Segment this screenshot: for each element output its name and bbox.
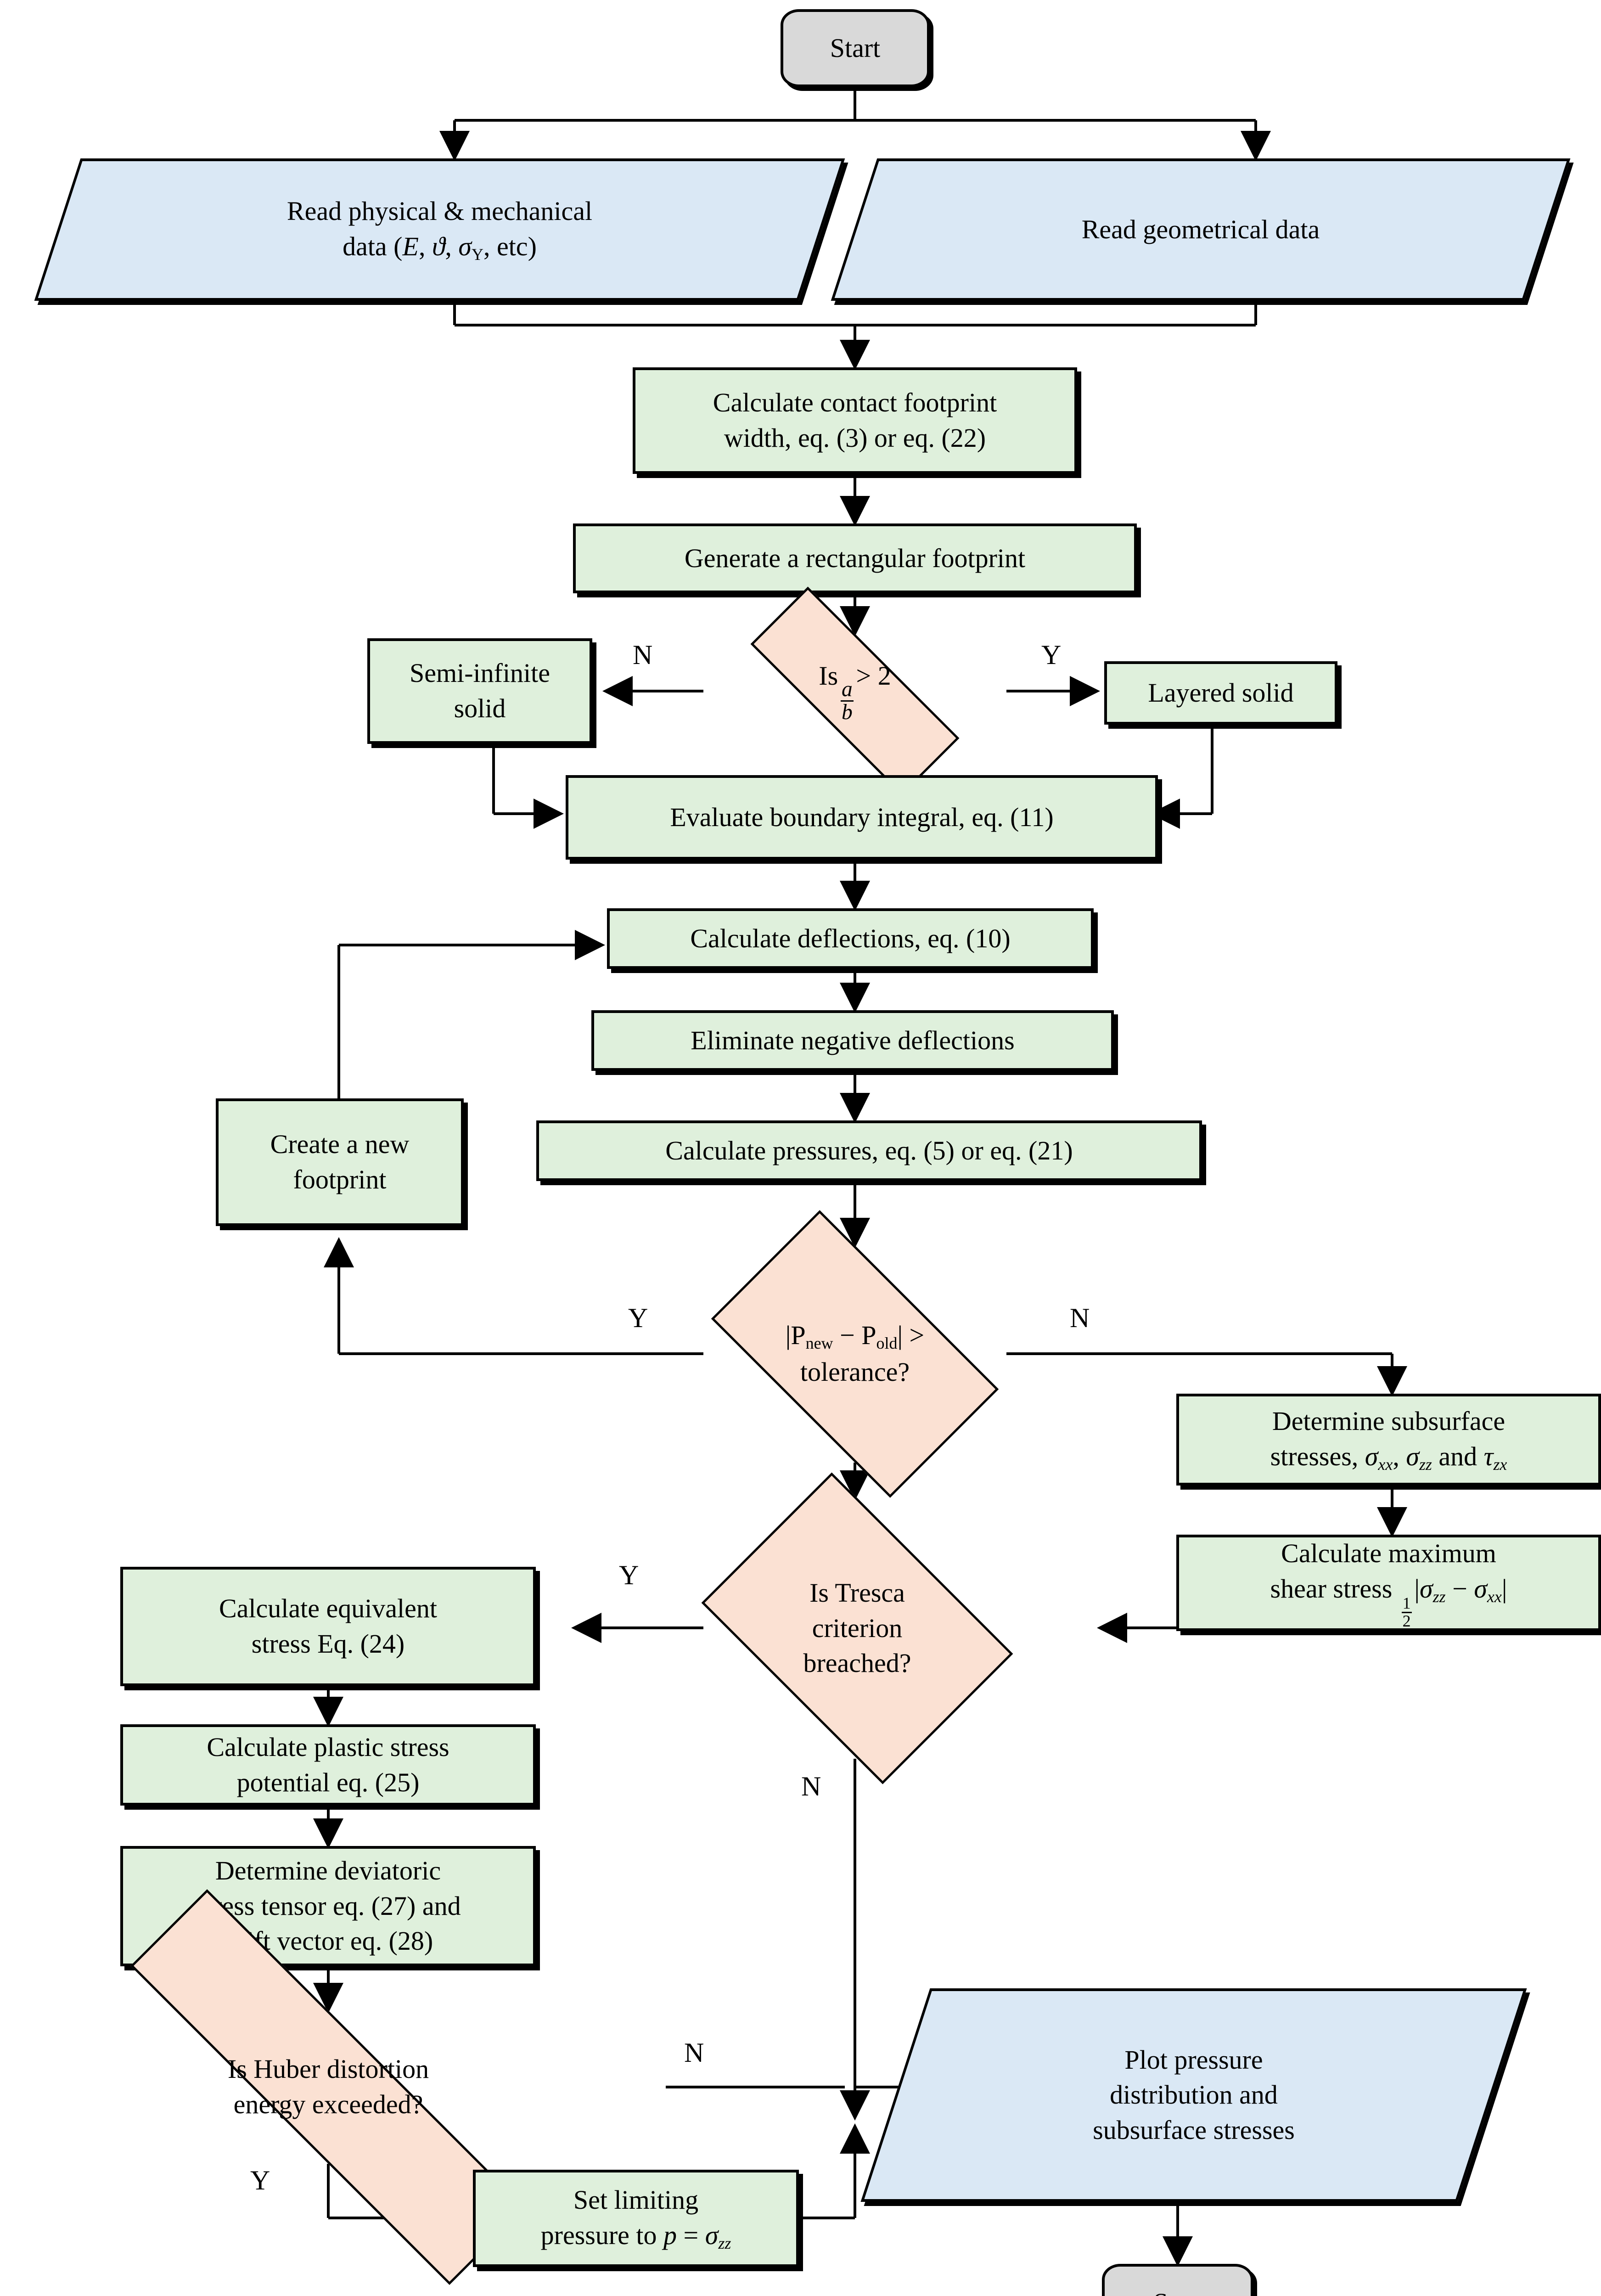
node-read-physical-data[interactable]: Read physical & mechanical data (E, ϑ, σ… — [34, 158, 845, 301]
node-semi-infinite-solid[interactable]: Semi-infinite solid — [367, 638, 592, 744]
node-calculate-equivalent-stress-label: Calculate equivalent stress Eq. (24) — [219, 1593, 438, 1659]
node-generate-rectangular-footprint-label: Generate a rectangular footprint — [684, 543, 1026, 573]
branch-label-huber-no: N — [684, 2037, 704, 2068]
node-set-limiting-pressure-label: Set limiting pressure to p = σzz — [540, 2184, 731, 2252]
read-physical-line1: Read physical & mechanical — [286, 196, 593, 226]
branch-label-ab-no: N — [633, 640, 653, 670]
node-start-label: Start — [830, 33, 881, 63]
node-plot-results[interactable]: Plot pressure distribution and subsurfac… — [860, 1988, 1527, 2202]
node-determine-deviatoric-stress-tensor[interactable]: Determine deviatoric stress tensor eq. (… — [120, 1846, 536, 1966]
node-create-new-footprint-label: Create a new footprint — [270, 1129, 410, 1194]
node-calculate-equivalent-stress[interactable]: Calculate equivalent stress Eq. (24) — [120, 1567, 536, 1686]
node-decision-tresca-label: Is Tresca criterion breached? — [803, 1578, 911, 1678]
node-eliminate-negative-deflections[interactable]: Eliminate negative deflections — [591, 1010, 1114, 1071]
branch-label-tolerance-yes: Y — [628, 1303, 648, 1333]
branch-label-tresca-yes: Y — [619, 1560, 639, 1590]
node-calculate-deflections-label: Calculate deflections, eq. (10) — [690, 923, 1011, 953]
node-evaluate-boundary-integral[interactable]: Evaluate boundary integral, eq. (11) — [566, 775, 1158, 860]
node-decision-tresca[interactable]: Is Tresca criterion breached? — [676, 1472, 1039, 1784]
node-semi-infinite-solid-label: Semi-infinite solid — [409, 658, 551, 723]
node-start[interactable]: Start — [781, 9, 930, 87]
node-generate-rectangular-footprint[interactable]: Generate a rectangular footprint — [573, 523, 1137, 593]
node-stop[interactable]: Stop — [1102, 2264, 1253, 2296]
branch-label-tresca-no: N — [801, 1771, 821, 1801]
node-read-geometrical-data-label: Read geometrical data — [1081, 214, 1320, 244]
node-calculate-deflections[interactable]: Calculate deflections, eq. (10) — [607, 908, 1094, 969]
node-plot-results-label: Plot pressure distribution and subsurfac… — [1093, 2044, 1295, 2145]
node-calculate-contact-footprint-label: Calculate contact footprint width, eq. (… — [713, 388, 997, 453]
read-physical-line2: data (E, ϑ, σY, etc) — [343, 231, 537, 264]
node-calculate-contact-footprint[interactable]: Calculate contact footprint width, eq. (… — [633, 367, 1077, 474]
node-decision-tolerance[interactable]: |Pnew − Pold| > tolerance? — [676, 1210, 1034, 1498]
node-decision-huber-label: Is Huber distortion energy exceeded? — [227, 2054, 429, 2119]
node-decision-tolerance-label: |Pnew − Pold| > tolerance? — [785, 1320, 925, 1387]
node-layered-solid-label: Layered solid — [1148, 677, 1294, 708]
branch-label-huber-yes: Y — [250, 2165, 270, 2195]
node-stop-label: Stop — [1153, 2285, 1202, 2296]
node-set-limiting-pressure[interactable]: Set limiting pressure to p = σzz — [473, 2170, 799, 2267]
node-determine-subsurface-stresses-label: Determine subsurface stresses, σxx, σzz … — [1270, 1406, 1507, 1474]
branch-label-tolerance-no: N — [1070, 1303, 1090, 1333]
branch-label-ab-yes: Y — [1041, 640, 1062, 670]
node-layered-solid[interactable]: Layered solid — [1104, 661, 1337, 725]
node-evaluate-boundary-integral-label: Evaluate boundary integral, eq. (11) — [670, 802, 1054, 832]
node-decision-huber[interactable]: Is Huber distortion energy exceeded? — [9, 1889, 647, 2285]
node-read-physical-data-label: Read physical & mechanical data (E, ϑ, σ… — [57, 194, 822, 265]
node-calculate-plastic-stress-potential-label: Calculate plastic stress potential eq. (… — [207, 1732, 449, 1797]
node-determine-subsurface-stresses[interactable]: Determine subsurface stresses, σxx, σzz … — [1176, 1394, 1601, 1486]
node-calculate-plastic-stress-potential[interactable]: Calculate plastic stress potential eq. (… — [120, 1724, 536, 1806]
node-read-geometrical-data[interactable]: Read geometrical data — [831, 158, 1571, 301]
node-calculate-pressures-label: Calculate pressures, eq. (5) or eq. (21) — [665, 1135, 1073, 1165]
node-eliminate-negative-deflections-label: Eliminate negative deflections — [691, 1025, 1015, 1055]
node-create-new-footprint[interactable]: Create a new footprint — [216, 1098, 464, 1226]
node-calculate-pressures[interactable]: Calculate pressures, eq. (5) or eq. (21) — [536, 1120, 1202, 1181]
